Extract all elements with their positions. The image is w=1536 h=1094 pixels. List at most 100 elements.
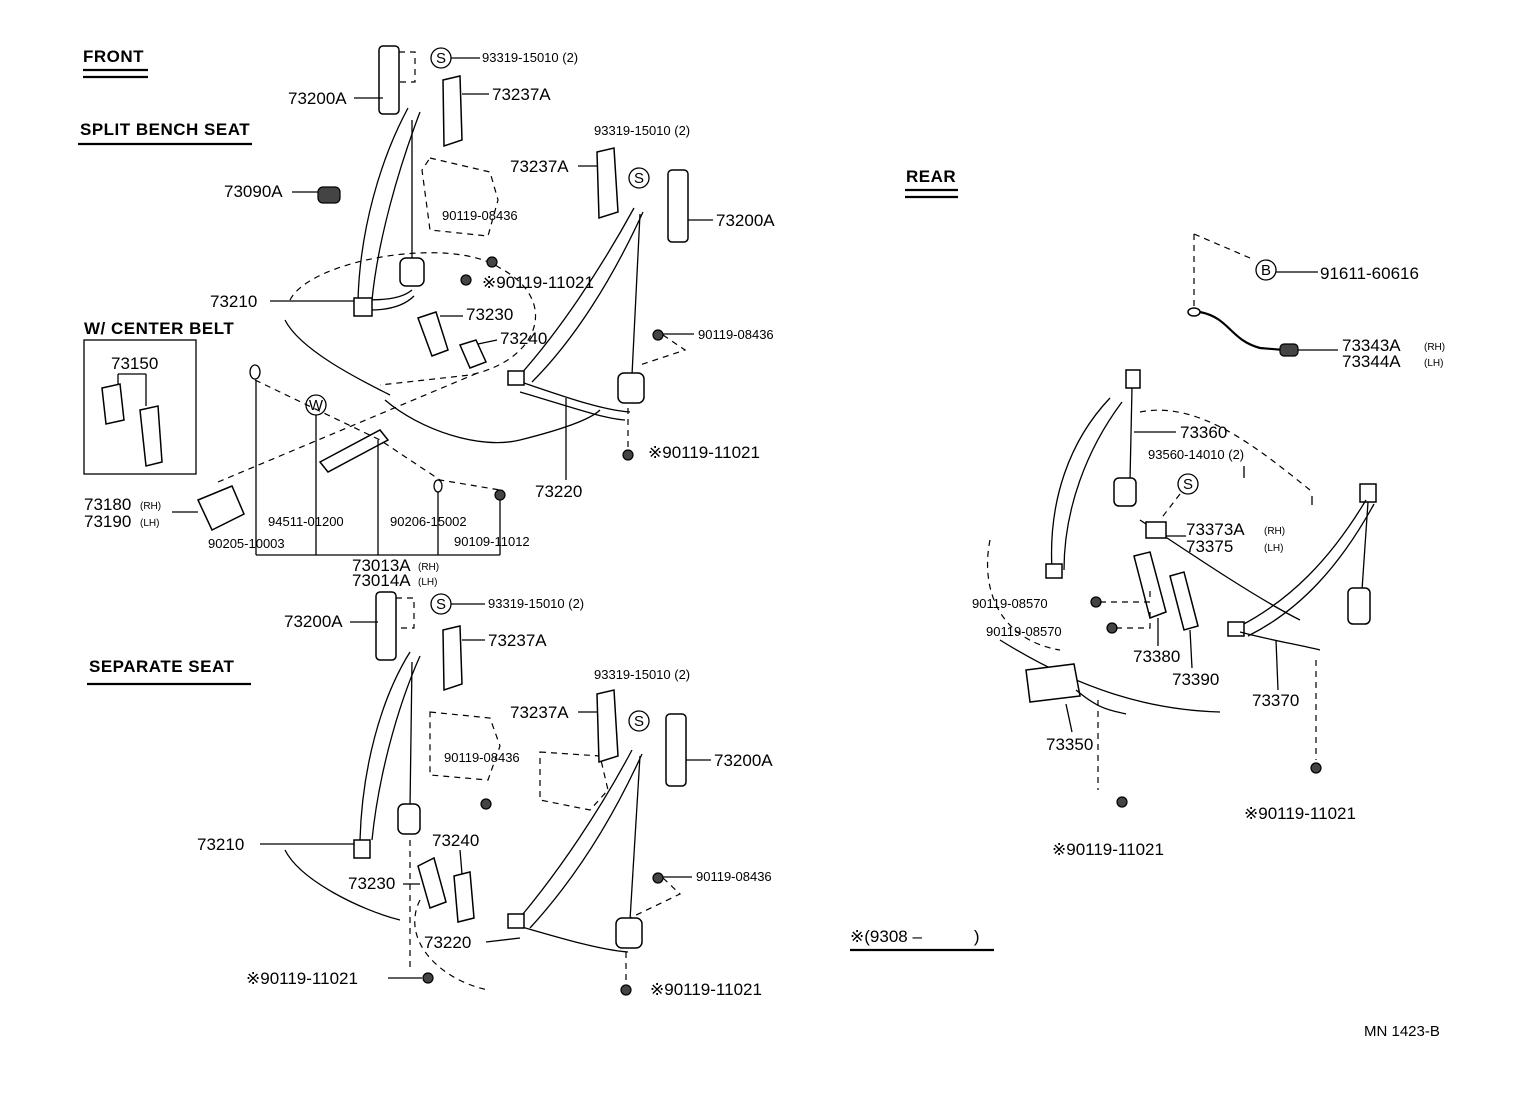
label-73240: 73240 <box>500 329 547 348</box>
buckle-73390 <box>1169 571 1199 631</box>
bolt-90109 <box>494 489 506 501</box>
bolt-90119-08436-a <box>486 256 498 268</box>
retractor-right <box>617 372 645 404</box>
label-90119-08436-b: 90119-08436 <box>698 327 774 342</box>
label-73013A: 73013A <box>352 556 411 575</box>
anchor-plate-73200A-left-sep <box>375 591 397 661</box>
buckle-73210 <box>353 297 373 317</box>
label-91611: 91611-60616 <box>1320 264 1419 283</box>
buckle-73230-sep <box>417 856 447 909</box>
label-73380: 73380 <box>1133 647 1180 666</box>
label-90119-11021-rear-b: ※90119-11021 <box>1052 840 1164 859</box>
rear-labels: 91611-60616 73343A (RH) 73344A (LH) 7336… <box>972 264 1445 859</box>
anchor-plate-73200A-right-sep <box>665 713 687 787</box>
svg-text:(LH): (LH) <box>1264 543 1283 554</box>
center-buckle-73180 <box>196 485 245 532</box>
split-bench-seat-drawing: S S W <box>83 45 689 556</box>
label-73350: 73350 <box>1046 735 1093 754</box>
anchor-plate-73200A-left <box>378 45 400 115</box>
svg-text:W: W <box>309 397 324 414</box>
center-belt-73013A <box>318 429 390 473</box>
retractor-left-sep <box>397 803 421 835</box>
center-belt-heading: W/ CENTER BELT <box>84 319 234 338</box>
svg-text:(RH): (RH) <box>418 562 439 573</box>
label-73210: 73210 <box>210 292 257 311</box>
svg-text:B: B <box>1261 262 1271 279</box>
label-73210-sep: 73210 <box>197 835 244 854</box>
effective-date-note: ※(9308 – ) <box>850 927 980 946</box>
symbol-b <box>1255 259 1277 281</box>
bolt-90119-08570-b <box>1106 622 1118 634</box>
svg-text:(LH): (LH) <box>418 577 437 588</box>
cover-73237A-left-sep <box>442 625 463 692</box>
label-94511: 94511-01200 <box>268 514 344 529</box>
bolt-90119-08436-sep-a <box>480 798 492 810</box>
label-73200A-left-sep: 73200A <box>284 612 343 631</box>
tongue-73370 <box>1227 621 1245 637</box>
symbol-s-rear <box>1177 473 1199 495</box>
label-73360: 73360 <box>1180 423 1227 442</box>
separate-seat-heading: SEPARATE SEAT <box>89 657 234 676</box>
symbol-s-sep-b <box>628 710 650 732</box>
footer-notes: ※(9308 – ) MN 1423-B <box>850 927 1440 1040</box>
svg-text:S: S <box>436 50 446 67</box>
switch-73090A <box>317 186 341 204</box>
label-73370: 73370 <box>1252 691 1299 710</box>
label-90119-08436-sep-a: 90119-08436 <box>444 750 520 765</box>
label-90119-11021-rear-a: ※90119-11021 <box>1244 804 1356 823</box>
label-73237A-b: 73237A <box>510 157 569 176</box>
label-73220-sep: 73220 <box>424 933 471 952</box>
bolt-90119-08436-b <box>652 329 664 341</box>
rear-drawing: B S <box>986 233 1377 808</box>
label-93319-sep-b: 93319-15010 (2) <box>594 667 690 682</box>
center-belt-part-a <box>101 383 125 425</box>
label-73200A-right: 73200A <box>716 211 775 230</box>
buckle-73350 <box>1025 663 1081 703</box>
split-bench-labels: 73200A 93319-15010 (2) 73237A 93319-1501… <box>84 50 775 590</box>
buckle-73380 <box>1133 551 1167 619</box>
svg-text:S: S <box>634 170 644 187</box>
washer-90206 <box>433 479 443 493</box>
label-73090A: 73090A <box>224 182 283 201</box>
label-73014A: 73014A <box>352 571 411 590</box>
belt-73343A <box>1279 343 1299 357</box>
label-90119-08570-a: 90119-08570 <box>972 596 1048 611</box>
label-90206: 90206-15002 <box>390 514 467 529</box>
buckle-73373A <box>1145 521 1167 539</box>
svg-text:S: S <box>634 713 644 730</box>
label-73190: 73190 <box>84 512 131 531</box>
rear-tongue-left <box>1045 563 1063 579</box>
rear-anchor-left <box>1125 369 1141 389</box>
bolt-90119-11021-rear-b <box>1116 796 1128 808</box>
bolt-90119-08436-sep-b <box>652 872 664 884</box>
label-93319-sep-a: 93319-15010 (2) <box>488 596 584 611</box>
svg-text:S: S <box>1183 476 1193 493</box>
bolt-90119-11021-b <box>622 449 634 461</box>
label-93560: 93560-14010 (2) <box>1148 447 1244 462</box>
label-73237A-a: 73237A <box>492 85 551 104</box>
cover-73237A-right <box>596 147 619 220</box>
anchor-91611 <box>1187 307 1201 317</box>
label-93319-b: 93319-15010 (2) <box>594 123 690 138</box>
label-73220: 73220 <box>535 482 582 501</box>
label-73373A: 73373A <box>1186 520 1245 539</box>
split-bench-seat-heading: SPLIT BENCH SEAT <box>80 120 250 139</box>
bolt-90119-11021-a <box>460 274 472 286</box>
retractor-right-rear <box>1347 587 1371 625</box>
svg-text:(LH): (LH) <box>140 518 159 529</box>
front-heading: FRONT <box>83 47 144 66</box>
rear-anchor-right <box>1359 483 1377 503</box>
label-90205: 90205-10003 <box>208 536 285 551</box>
label-90119-08436-sep-b: 90119-08436 <box>696 869 772 884</box>
label-90119-11021-sep-a: ※90119-11021 <box>246 969 358 988</box>
tongue-plate-sep <box>507 913 525 929</box>
center-belt-inset <box>83 339 197 475</box>
buckle-73240-sep <box>453 871 475 923</box>
separate-seat-labels: 73200A 93319-15010 (2) 73237A 93319-1501… <box>197 596 773 999</box>
label-73200A-left: 73200A <box>288 89 347 108</box>
label-90119-11021-b: ※90119-11021 <box>648 443 760 462</box>
buckle-73240 <box>458 339 488 369</box>
retractor-73360 <box>1113 477 1137 507</box>
retractor-left <box>399 257 425 287</box>
